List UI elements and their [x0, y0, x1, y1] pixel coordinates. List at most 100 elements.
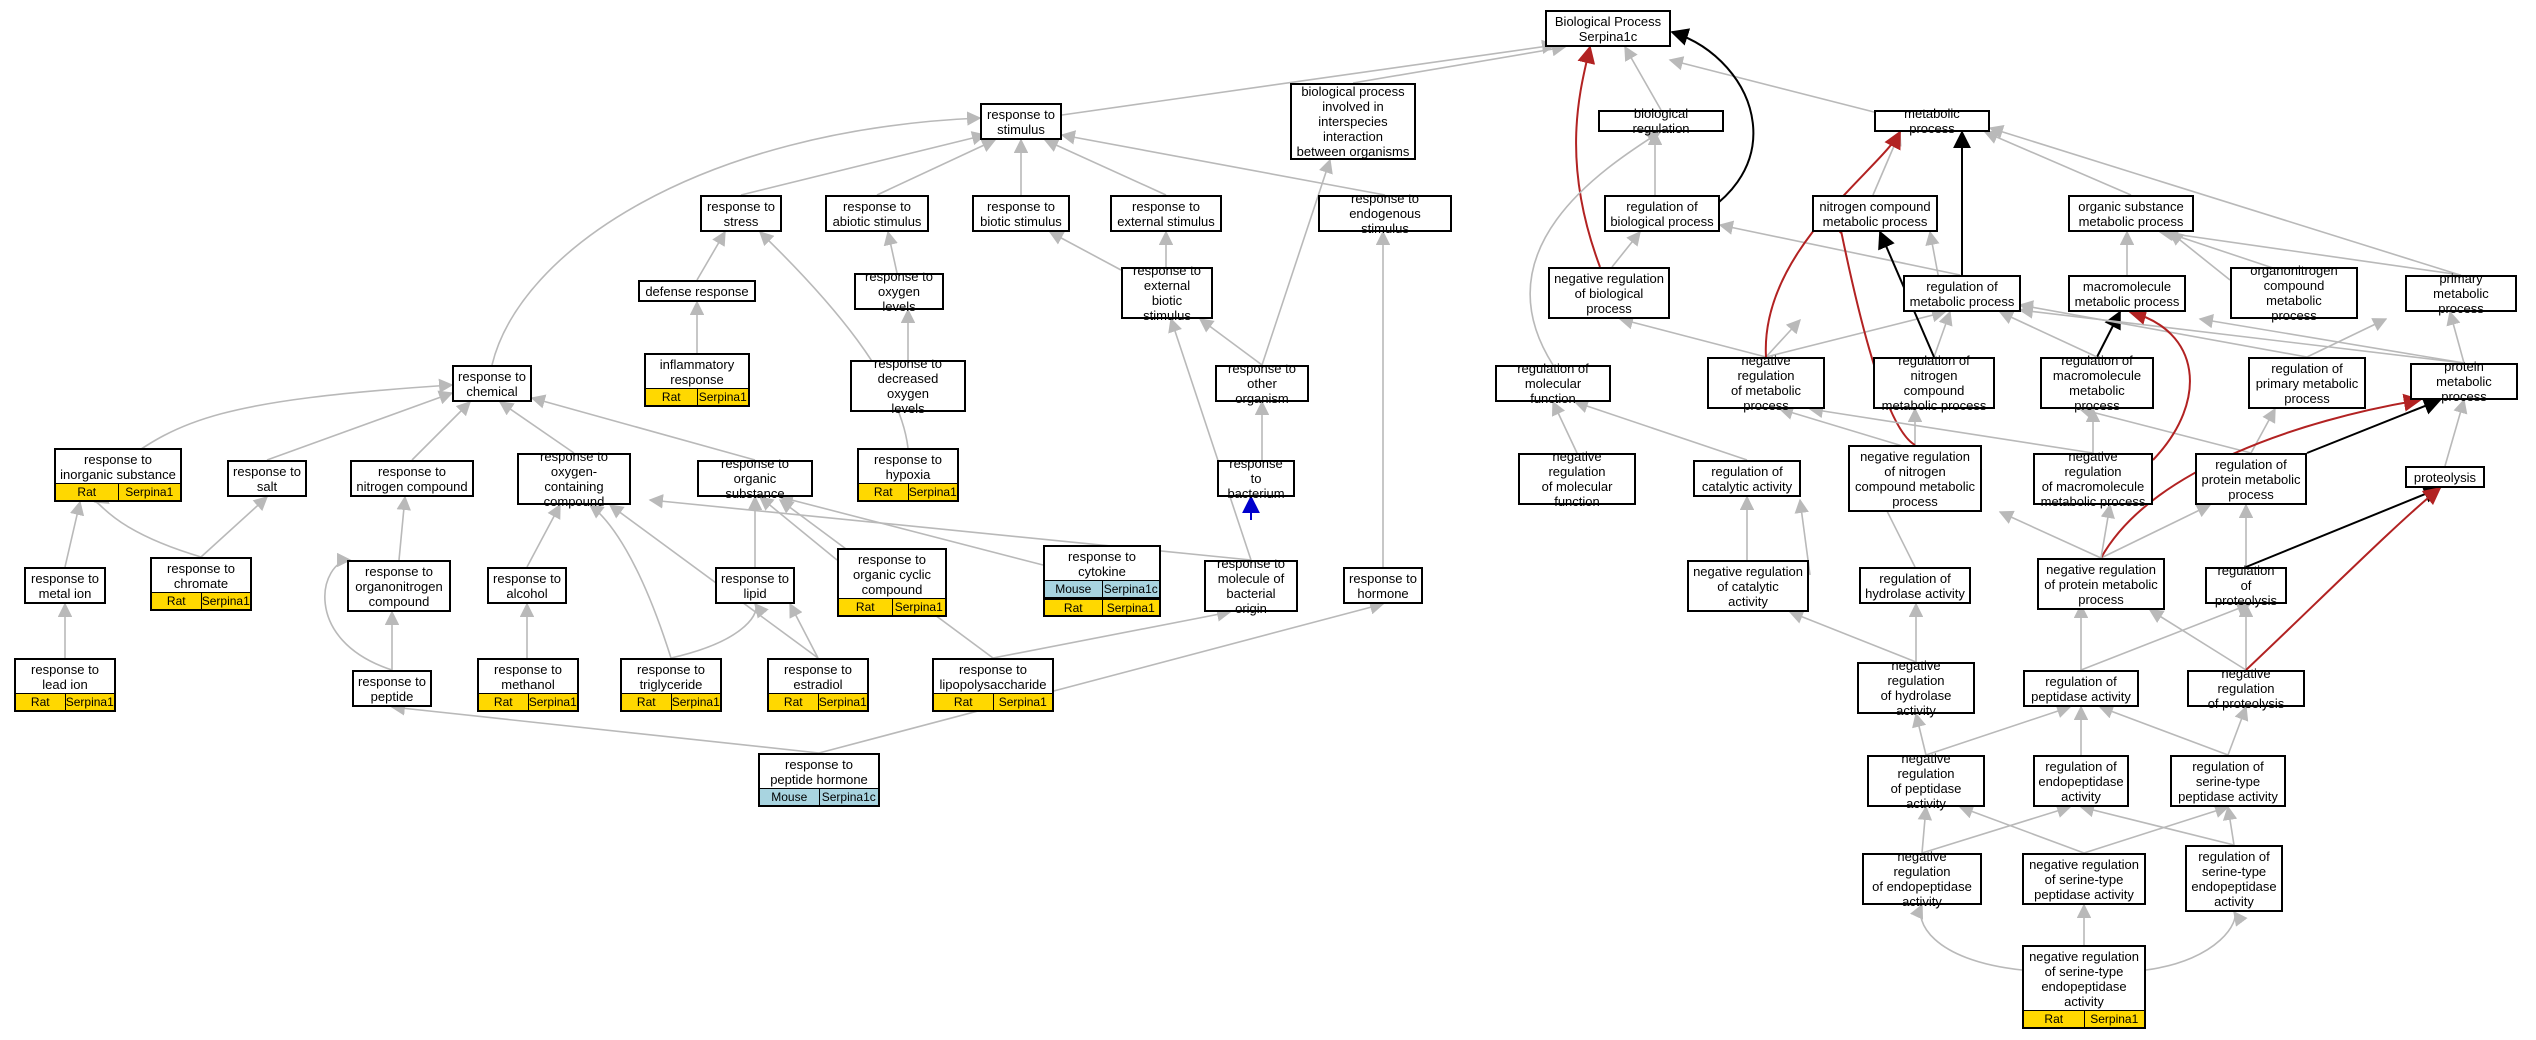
node-negative-regulation-of-peptidase-activity[interactable]: negative regulation of peptidase activit…: [1867, 751, 1985, 811]
node-response-to-cytokine[interactable]: response to cytokine: [1043, 545, 1161, 582]
edge-58: [2078, 405, 2252, 454]
node-regulation-of-metabolic-process[interactable]: regulation of metabolic process: [1903, 275, 2021, 312]
node-response-to-lipid[interactable]: response to lipid: [715, 567, 795, 604]
node-regulation-of-hydrolase-activity[interactable]: regulation of hydrolase activity: [1859, 567, 1971, 604]
node-response-to-biotic-stimulus[interactable]: response to biotic stimulus: [972, 195, 1070, 232]
node-response-to-endogenous-stimulus[interactable]: response to endogenous stimulus: [1318, 191, 1452, 236]
node-response-to-chemical[interactable]: response to chemical: [452, 365, 532, 402]
node-negative-regulation-of-macromolecule-metabolic-process[interactable]: negative regulation of macromolecule met…: [2033, 449, 2153, 509]
gene-serpina1: Serpina1: [65, 695, 114, 709]
edge-0: [1061, 39, 1557, 116]
node-response-to-peptide[interactable]: response to peptide: [352, 670, 432, 707]
edge-85: [2100, 503, 2115, 559]
node-negative-regulation-of-catalytic-activity[interactable]: negative regulation of catalytic activit…: [1687, 560, 1809, 612]
node-response-to-salt[interactable]: response to salt: [227, 460, 307, 497]
node-response-to-hormone[interactable]: response to hormone: [1343, 567, 1423, 604]
node-negative-regulation-of-nitrogen-compound-metabolic-process[interactable]: negative regulation of nitrogen compound…: [1848, 445, 1982, 512]
node-response-to-oxygen-levels[interactable]: response to oxygen levels: [854, 269, 944, 314]
node-nitrogen-compound-metabolic-process[interactable]: nitrogen compound metabolic process: [1812, 195, 1938, 232]
gene-serpina1: Serpina1: [201, 594, 250, 608]
node-organonitrogen-compound-metabolic-process[interactable]: organonitrogen compound metabolic proces…: [2230, 263, 2358, 323]
node-response-to-molecule-of-bacterial-origin[interactable]: response to molecule of bacterial origin: [1204, 556, 1298, 616]
node-response-to-estradiol[interactable]: response to estradiol: [767, 658, 869, 695]
node-regulation-of-peptidase-activity[interactable]: regulation of peptidase activity: [2023, 670, 2139, 707]
node-negative-regulation-of-molecular-function[interactable]: negative regulation of molecular functio…: [1518, 449, 1636, 509]
node-response-to-methanol[interactable]: response to methanol: [477, 658, 579, 695]
node-negative-regulation-of-protein-metabolic-process[interactable]: negative regulation of protein metabolic…: [2037, 558, 2165, 610]
node-response-to-organic-substance[interactable]: response to organic substance: [697, 456, 813, 501]
node-response-to-lipopolysaccharide[interactable]: response to lipopolysaccharide: [932, 658, 1054, 695]
node-response-to-organonitrogen-compound[interactable]: response to organonitrogen compound: [347, 560, 451, 612]
edge-36: [1618, 315, 1767, 358]
edge-29: [1198, 318, 1263, 366]
node-response-to-other-organism[interactable]: response to other organism: [1215, 361, 1309, 406]
edge-51: [530, 394, 756, 461]
node-organic-substance-metabolic-process[interactable]: organic substance metabolic process: [2068, 195, 2194, 232]
edge-12: [696, 230, 726, 281]
edge-6: [1575, 45, 1601, 268]
node-regulation-of-serine-type-peptidase-activity[interactable]: regulation of serine-type peptidase acti…: [2170, 755, 2286, 807]
node-response-to-decreased-oxygen-levels[interactable]: response to decreased oxygen levels: [850, 356, 966, 416]
edge-90: [670, 602, 769, 659]
node-biological-process[interactable]: Biological Process Serpina1c: [1545, 10, 1671, 47]
node-inflammatory-response[interactable]: inflammatory response: [644, 353, 750, 390]
node-negative-regulation-of-endopeptidase-activity[interactable]: negative regulation of endopeptidase act…: [1862, 849, 1982, 909]
node-response-to-external-stimulus[interactable]: response to external stimulus: [1110, 195, 1222, 232]
node-response-to-peptide-hormone[interactable]: response to peptide hormone: [758, 753, 880, 790]
node-regulation-of-proteolysis[interactable]: regulation of proteolysis: [2205, 563, 2287, 608]
node-regulation-of-serine-type-endopeptidase-activity[interactable]: regulation of serine-type endopeptidase …: [2185, 845, 2283, 912]
node-biological-regulation[interactable]: biological regulation: [1598, 106, 1724, 136]
node-response-to-nitrogen-compound[interactable]: response to nitrogen compound: [350, 460, 474, 497]
gene-serpina1: Serpina1: [671, 695, 720, 709]
node-bp-interspecies[interactable]: biological process involved in interspec…: [1290, 83, 1416, 160]
edge-2: [1624, 45, 1662, 111]
edge-89: [588, 504, 672, 659]
node-regulation-of-catalytic-activity[interactable]: regulation of catalytic activity: [1693, 460, 1801, 497]
node-response-to-lead-ion[interactable]: response to lead ion: [14, 658, 116, 695]
node-response-to-bacterium[interactable]: response to bacterium: [1217, 456, 1295, 501]
edge-96: [1788, 610, 1917, 663]
node-response-to-inorganic-substance[interactable]: response to inorganic substance: [54, 448, 182, 485]
node-response-to-external-biotic-stimulus[interactable]: response to external biotic stimulus: [1121, 263, 1213, 323]
edge-20: [1988, 124, 2461, 276]
node-response-to-abiotic-stimulus[interactable]: response to abiotic stimulus: [825, 195, 929, 232]
node-defense-response[interactable]: defense response: [638, 280, 756, 302]
node-regulation-of-biological-process[interactable]: regulation of biological process: [1604, 195, 1720, 232]
node-proteolysis[interactable]: proteolysis: [2405, 466, 2485, 488]
node-response-to-oxygen-containing-compound[interactable]: response to oxygen-containing compound: [517, 449, 631, 509]
node-negative-regulation-of-serine-type-endopeptidase-activity[interactable]: negative regulation of serine-type endop…: [2022, 945, 2146, 1012]
node-primary-metabolic-process[interactable]: primary metabolic process: [2405, 271, 2517, 316]
node-regulation-of-molecular-function[interactable]: regulation of molecular function: [1495, 361, 1611, 406]
node-response-to-hypoxia[interactable]: response to hypoxia: [857, 448, 959, 485]
edge-112: [1958, 804, 2085, 854]
node-response-to-metal-ion[interactable]: response to metal ion: [24, 567, 106, 604]
node-regulation-of-protein-metabolic-process[interactable]: regulation of protein metabolic process: [2195, 453, 2307, 505]
node-regulation-of-endopeptidase-activity[interactable]: regulation of endopeptidase activity: [2033, 755, 2129, 807]
node-negative-regulation-of-biological-process[interactable]: negative regulation of biological proces…: [1548, 267, 1670, 319]
edge-3: [1668, 56, 1875, 113]
edge-19: [2168, 231, 2231, 281]
species-rat: Rat: [16, 694, 66, 710]
node-response-to-alcohol[interactable]: response to alcohol: [487, 567, 567, 604]
node-response-to-stimulus[interactable]: response to stimulus: [980, 103, 1062, 140]
edge-10: [1043, 138, 1167, 196]
node-response-to-triglyceride[interactable]: response to triglyceride: [620, 658, 722, 695]
node-negative-regulation-of-hydrolase-activity[interactable]: negative regulation of hydrolase activit…: [1857, 658, 1975, 718]
edge-17: [1872, 130, 1902, 196]
node-response-to-stress[interactable]: response to stress: [700, 195, 782, 232]
species-rat: Rat: [646, 389, 698, 405]
species-rat: Rat: [2024, 1011, 2085, 1027]
node-macromolecule-metabolic-process[interactable]: macromolecule metabolic process: [2068, 275, 2186, 312]
node-response-to-chromate[interactable]: response to chromate: [150, 557, 252, 594]
node-regulation-of-macromolecule-metabolic-process[interactable]: regulation of macromolecule metabolic pr…: [2040, 353, 2154, 413]
node-regulation-of-primary-metabolic-process[interactable]: regulation of primary metabolic process: [2248, 357, 2366, 409]
node-negative-regulation-of-serine-type-peptidase-activity[interactable]: negative regulation of serine-type pepti…: [2022, 853, 2146, 905]
node-protein-metabolic-process[interactable]: protein metabolic process: [2410, 359, 2518, 404]
node-negative-regulation-of-metabolic-process[interactable]: negative regulation of metabolic process: [1707, 353, 1825, 413]
node-negative-regulation-of-proteolysis[interactable]: negative regulation of proteolysis: [2187, 666, 2305, 711]
node-regulation-of-nitrogen-compound-metabolic-process[interactable]: regulation of nitrogen compound metaboli…: [1873, 353, 1995, 413]
node-metabolic-process[interactable]: metabolic process: [1874, 106, 1990, 136]
node-response-to-organic-cyclic-compound[interactable]: response to organic cyclic compound: [837, 548, 947, 600]
